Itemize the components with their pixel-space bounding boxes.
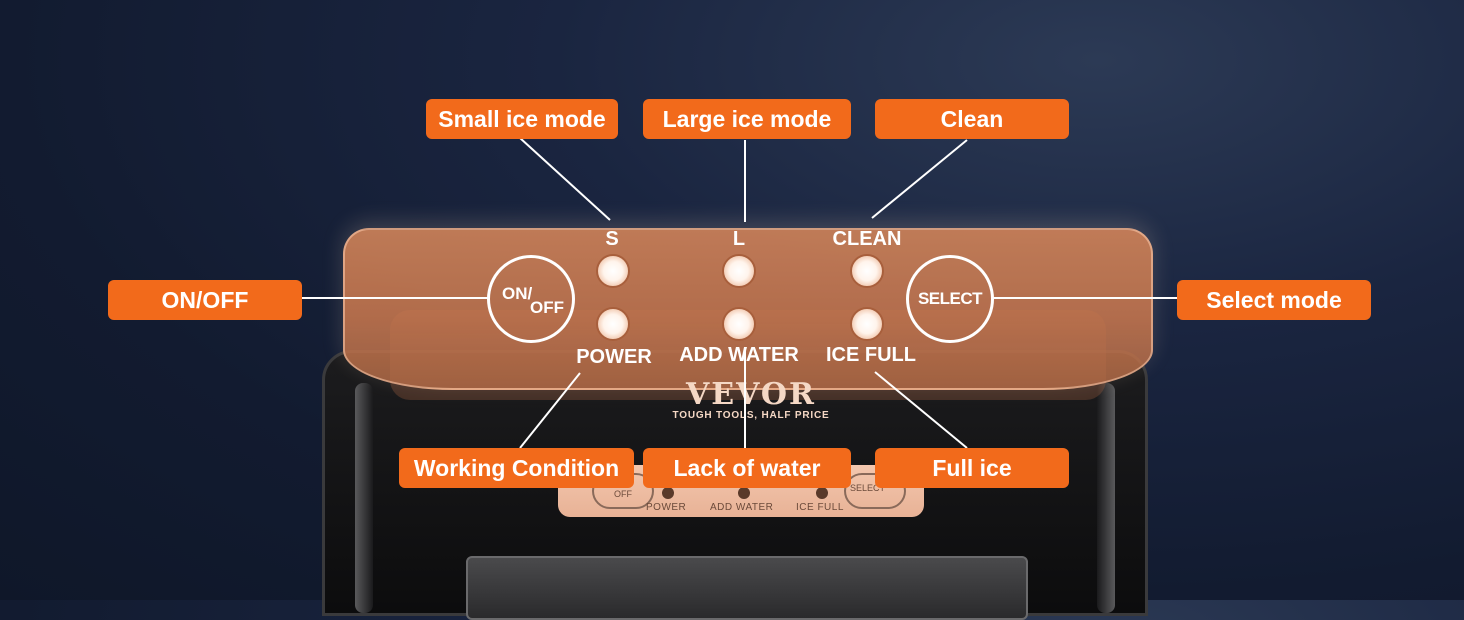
small-off-label: OFF bbox=[614, 489, 632, 499]
callout-working-condition: Working Condition bbox=[399, 448, 634, 488]
onoff-on-label: ON/ bbox=[502, 284, 533, 303]
line-small-ice bbox=[519, 137, 611, 221]
large-ice-led bbox=[722, 254, 756, 288]
onoff-off-label: OFF bbox=[530, 298, 564, 317]
label-ice-full: ICE FULL bbox=[826, 344, 916, 366]
brand-logo: VEVOR bbox=[686, 377, 816, 412]
small-water-led bbox=[738, 487, 750, 499]
clean-led bbox=[850, 254, 884, 288]
small-icefull-led bbox=[816, 487, 828, 499]
onoff-button[interactable]: ON/ OFF bbox=[487, 255, 575, 343]
label-add-water: ADD WATER bbox=[679, 344, 799, 366]
callout-clean: Clean bbox=[875, 99, 1069, 139]
callout-small-ice-mode: Small ice mode bbox=[426, 99, 618, 139]
small-select-label: SELECT bbox=[850, 483, 886, 493]
label-power: POWER bbox=[576, 346, 652, 368]
callout-onoff: ON/OFF bbox=[108, 280, 302, 320]
small-icefull-label: ICE FULL bbox=[796, 502, 844, 513]
line-working bbox=[519, 372, 581, 449]
callout-lines bbox=[0, 0, 1464, 600]
small-ice-led bbox=[596, 254, 630, 288]
label-l: L bbox=[732, 228, 746, 250]
brand: VEVOR TOUGH TOOLS, HALF PRICE bbox=[656, 377, 846, 422]
callout-large-ice-mode: Large ice mode bbox=[643, 99, 851, 139]
add-water-led bbox=[722, 307, 756, 341]
line-full-ice bbox=[874, 371, 968, 449]
body-edge-left bbox=[355, 383, 373, 613]
small-power-label: POWER bbox=[646, 502, 687, 513]
small-power-led bbox=[662, 487, 674, 499]
callout-full-ice: Full ice bbox=[875, 448, 1069, 488]
label-s: S bbox=[605, 228, 619, 250]
callout-lack-of-water: Lack of water bbox=[643, 448, 851, 488]
brand-tagline: TOUGH TOOLS, HALF PRICE bbox=[672, 410, 830, 421]
body-edge-right bbox=[1097, 383, 1115, 613]
power-led bbox=[596, 307, 630, 341]
select-button[interactable]: SELECT bbox=[906, 255, 994, 343]
line-clean bbox=[871, 139, 968, 219]
ice-full-led bbox=[850, 307, 884, 341]
label-clean: CLEAN bbox=[832, 228, 902, 250]
callout-select-mode: Select mode bbox=[1177, 280, 1371, 320]
small-water-label: ADD WATER bbox=[710, 502, 774, 513]
